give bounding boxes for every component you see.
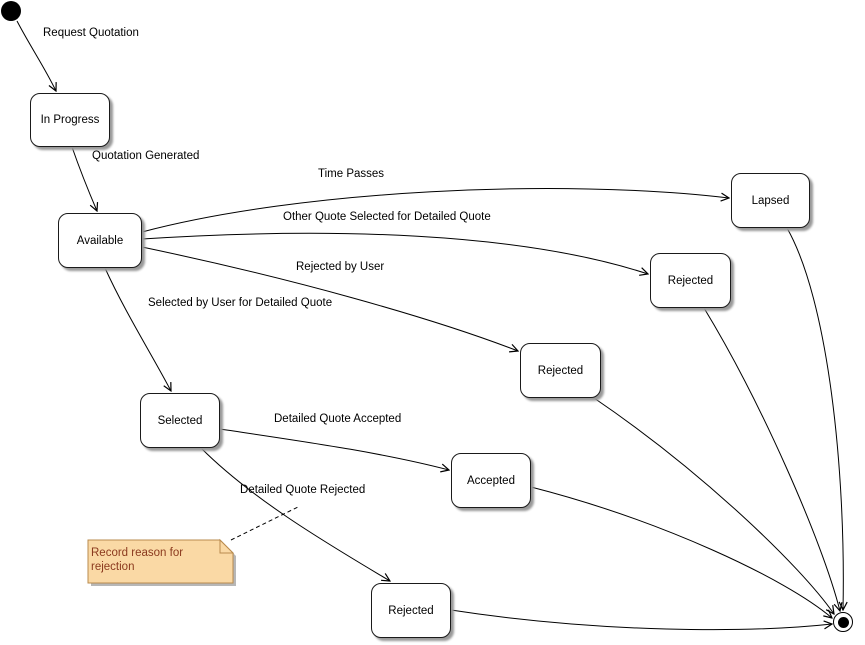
transition-rejected-by-user[interactable] bbox=[141, 246, 518, 351]
transition-detailed-quote-rejected[interactable] bbox=[200, 447, 390, 581]
transition-rejected-bottom-to-final[interactable] bbox=[450, 609, 832, 631]
state-rejected-mid-label: Rejected bbox=[537, 364, 584, 377]
transition-label-quotation-generated: Quotation Generated bbox=[92, 150, 200, 162]
transition-lapsed-to-final[interactable] bbox=[786, 227, 843, 610]
state-available-label: Available bbox=[76, 234, 124, 247]
note-fold-icon bbox=[219, 538, 235, 554]
state-accepted[interactable]: Accepted bbox=[451, 453, 531, 508]
transition-accepted-to-final[interactable] bbox=[530, 486, 832, 618]
state-rejected-top-label: Rejected bbox=[667, 274, 714, 287]
final-state[interactable] bbox=[833, 612, 853, 632]
transition-label-detailed-quote-accepted: Detailed Quote Accepted bbox=[274, 413, 402, 425]
transition-label-detailed-quote-rejected: Detailed Quote Rejected bbox=[240, 484, 366, 496]
state-in-progress-label: In Progress bbox=[40, 114, 100, 126]
state-accepted-label: Accepted bbox=[467, 474, 515, 487]
transition-time-passes[interactable] bbox=[141, 188, 729, 233]
state-available[interactable]: Available bbox=[58, 213, 142, 268]
transition-label-time-passes: Time Passes bbox=[318, 168, 385, 180]
transition-quotation-generated[interactable] bbox=[71, 146, 97, 211]
transition-detailed-quote-accepted[interactable] bbox=[219, 428, 449, 470]
note[interactable] bbox=[87, 539, 234, 584]
state-selected[interactable]: Selected bbox=[140, 393, 220, 448]
state-lapsed-label: Lapsed bbox=[751, 194, 790, 207]
initial-state[interactable] bbox=[1, 1, 21, 21]
transition-label-other-quote-selected: Other Quote Selected for Detailed Quote bbox=[283, 211, 491, 223]
final-state-dot-icon bbox=[837, 616, 849, 628]
note-anchor-line bbox=[230, 505, 301, 541]
state-lapsed[interactable]: Lapsed bbox=[731, 173, 810, 228]
transition-request-quotation[interactable] bbox=[16, 20, 56, 91]
transition-selected-by-user[interactable] bbox=[104, 267, 171, 391]
state-rejected-bottom[interactable]: Rejected bbox=[371, 583, 451, 638]
transition-label-selected-by-user: Selected by User for Detailed Quote bbox=[148, 297, 333, 309]
transition-label-request-quotation: Request Quotation bbox=[43, 27, 139, 39]
note-text: Record reason for rejection bbox=[91, 547, 184, 574]
state-rejected-mid[interactable]: Rejected bbox=[520, 343, 601, 398]
transition-rejected-top-to-final[interactable] bbox=[703, 307, 840, 611]
transition-rejected-mid-to-final[interactable] bbox=[593, 397, 834, 614]
state-rejected-top[interactable]: Rejected bbox=[650, 253, 731, 308]
state-in-progress[interactable]: In Progress bbox=[30, 93, 110, 147]
state-rejected-bottom-label: Rejected bbox=[388, 604, 434, 617]
state-selected-label: Selected bbox=[157, 414, 203, 427]
transition-other-quote-selected[interactable] bbox=[141, 232, 648, 274]
transition-label-rejected-by-user: Rejected by User bbox=[296, 261, 385, 273]
